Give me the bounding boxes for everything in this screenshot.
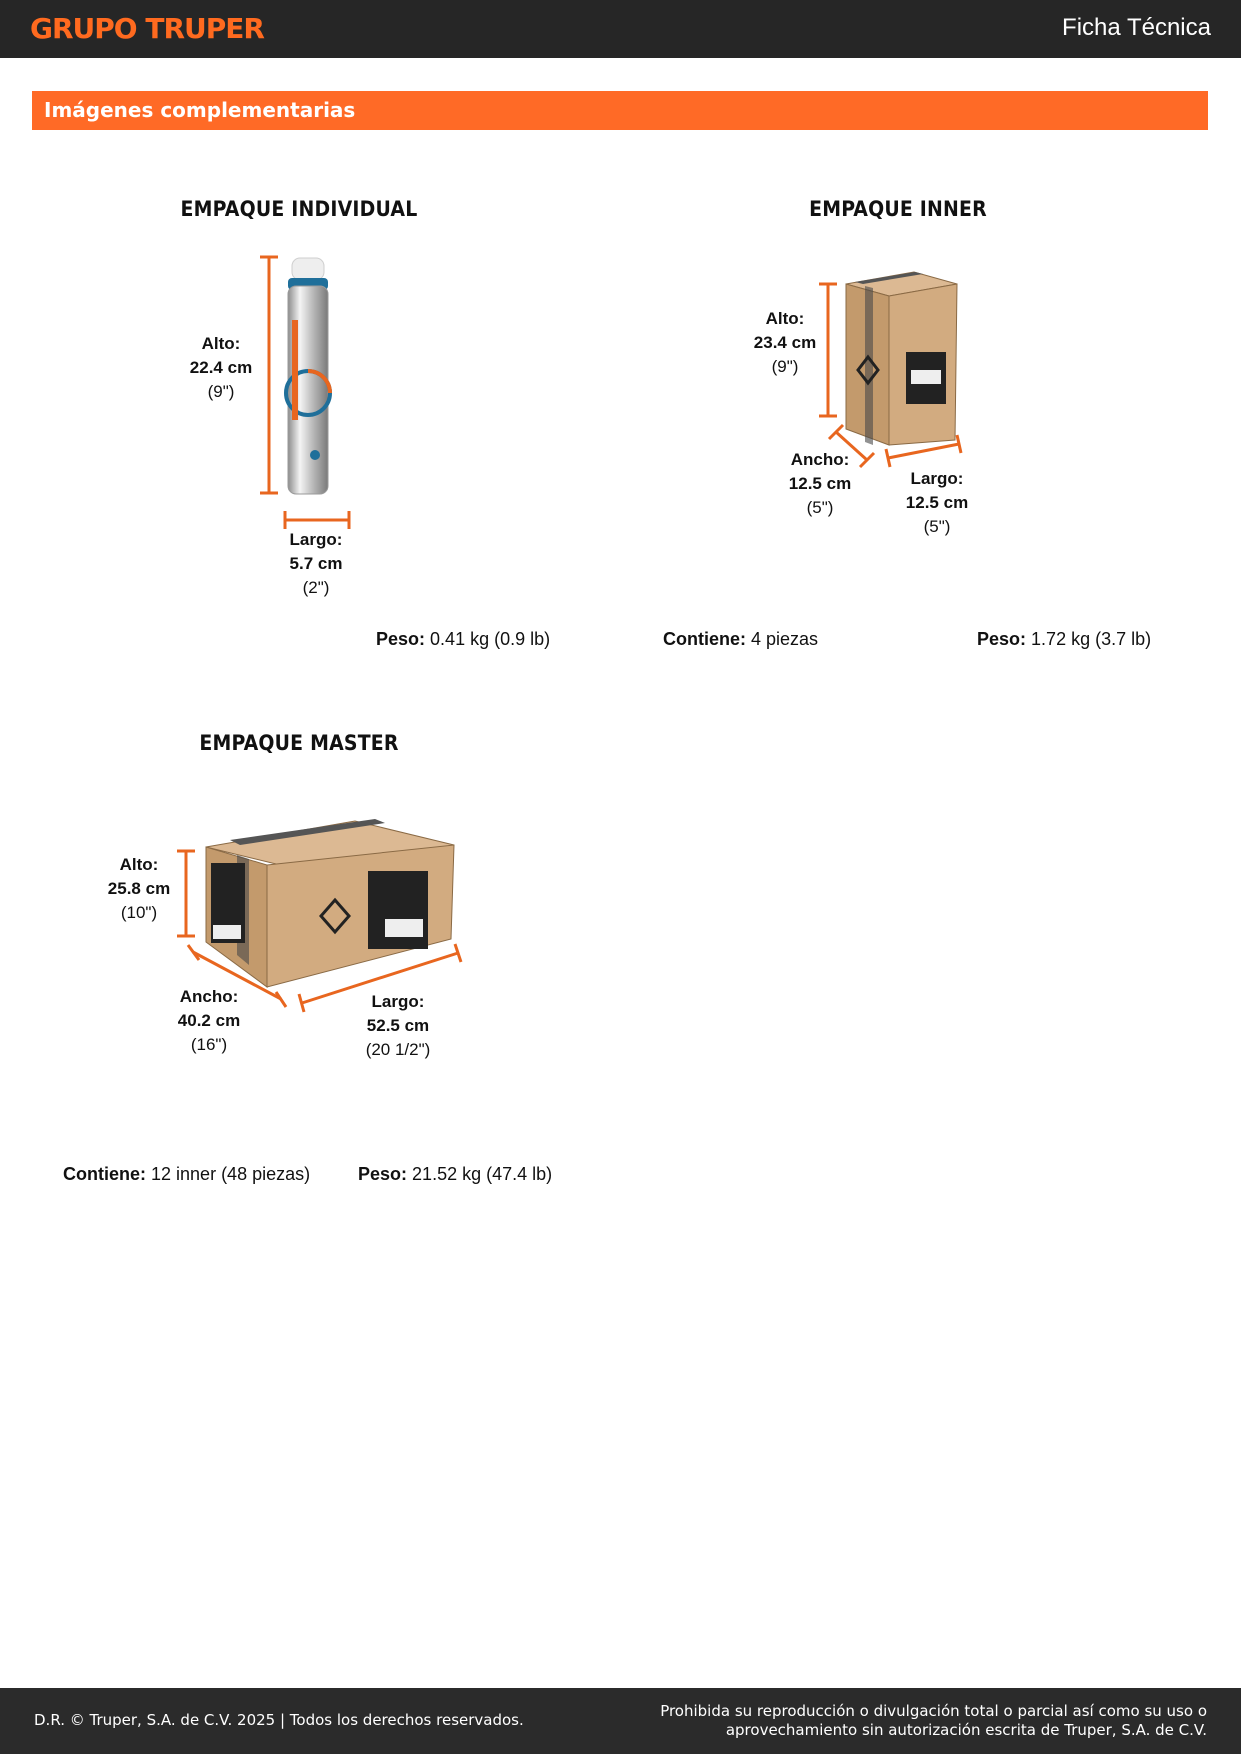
individual-peso: Peso: 0.41 kg (0.9 lb)	[376, 627, 550, 651]
master-peso-value: 21.52 kg (47.4 lb)	[412, 1164, 553, 1184]
individual-alto-metric: 22.4 cm	[189, 358, 253, 377]
master-peso: Peso: 21.52 kg (47.4 lb)	[358, 1162, 552, 1186]
individual-largo-metric: 5.7 cm	[289, 554, 343, 573]
inner-alto-title: Alto:	[765, 309, 805, 328]
individual-alto-imperial: (9")	[207, 382, 235, 401]
inner-contiene-label: Contiene:	[663, 629, 746, 649]
spray-can-illustration	[260, 255, 351, 529]
master-alto-label: Alto: 25.8 cm (10")	[108, 853, 170, 925]
inner-largo-title: Largo:	[910, 469, 964, 488]
document-type: Ficha Técnica	[1062, 14, 1211, 41]
master-largo-imperial: (20 1/2")	[365, 1040, 431, 1059]
inner-peso: Peso: 1.72 kg (3.7 lb)	[977, 627, 1151, 651]
section-bar: Imágenes complementarias	[32, 91, 1208, 130]
master-alto-title: Alto:	[119, 855, 159, 874]
master-box-illustration	[177, 819, 463, 1013]
master-ancho-metric: 40.2 cm	[177, 1011, 241, 1030]
footer-copyright: D.R. © Truper, S.A. de C.V. 2025 | Todos…	[34, 1711, 524, 1729]
individual-heading: EMPAQUE INDIVIDUAL	[180, 197, 418, 221]
individual-alto-label: Alto: 22.4 cm (9")	[190, 332, 252, 404]
inner-contiene: Contiene: 4 piezas	[663, 627, 818, 651]
individual-peso-label: Peso:	[376, 629, 426, 649]
inner-heading: EMPAQUE INNER	[809, 197, 987, 221]
individual-peso-value: 0.41 kg (0.9 lb)	[430, 629, 551, 649]
individual-largo-title: Largo:	[289, 530, 343, 549]
inner-ancho-title: Ancho:	[790, 450, 850, 469]
master-ancho-title: Ancho:	[179, 987, 239, 1006]
inner-ancho-label: Ancho: 12.5 cm (5")	[789, 448, 851, 520]
inner-box-illustration	[819, 271, 963, 469]
master-ancho-label: Ancho: 40.2 cm (16")	[178, 985, 240, 1057]
master-largo-label: Largo: 52.5 cm (20 1/2")	[366, 990, 431, 1062]
inner-largo-metric: 12.5 cm	[905, 493, 969, 512]
master-largo-title: Largo:	[371, 992, 425, 1011]
page-footer: D.R. © Truper, S.A. de C.V. 2025 | Todos…	[0, 1688, 1241, 1754]
brand-logo: GRUPO TRUPER	[30, 12, 265, 45]
inner-alto-metric: 23.4 cm	[753, 333, 817, 352]
inner-alto-imperial: (9")	[771, 357, 799, 376]
section-title: Imágenes complementarias	[44, 98, 356, 122]
footer-notice-line1: Prohibida su reproducción o divulgación …	[660, 1702, 1207, 1720]
inner-peso-value: 1.72 kg (3.7 lb)	[1031, 629, 1152, 649]
master-ancho-imperial: (16")	[190, 1035, 228, 1054]
inner-peso-label: Peso:	[977, 629, 1027, 649]
inner-contiene-value: 4 piezas	[751, 629, 819, 649]
inner-largo-label: Largo: 12.5 cm (5")	[906, 467, 968, 539]
master-heading: EMPAQUE MASTER	[199, 731, 399, 755]
master-alto-metric: 25.8 cm	[107, 879, 171, 898]
master-peso-label: Peso:	[358, 1164, 408, 1184]
inner-alto-label: Alto: 23.4 cm (9")	[754, 307, 816, 379]
inner-ancho-imperial: (5")	[806, 498, 834, 517]
inner-ancho-metric: 12.5 cm	[788, 474, 852, 493]
master-largo-metric: 52.5 cm	[366, 1016, 430, 1035]
footer-notice: Prohibida su reproducción o divulgación …	[660, 1702, 1207, 1740]
footer-notice-line2: aprovechamiento sin autorización escrita…	[725, 1721, 1207, 1739]
master-contiene: Contiene: 12 inner (48 piezas)	[63, 1162, 310, 1186]
inner-largo-imperial: (5")	[923, 517, 951, 536]
individual-largo-imperial: (2")	[302, 578, 330, 597]
master-contiene-label: Contiene:	[63, 1164, 146, 1184]
master-contiene-value: 12 inner (48 piezas)	[151, 1164, 311, 1184]
page-header: GRUPO TRUPER Ficha Técnica	[0, 0, 1241, 58]
individual-largo-label: Largo: 5.7 cm (2")	[290, 528, 343, 600]
master-alto-imperial: (10")	[120, 903, 158, 922]
individual-alto-title: Alto:	[201, 334, 241, 353]
